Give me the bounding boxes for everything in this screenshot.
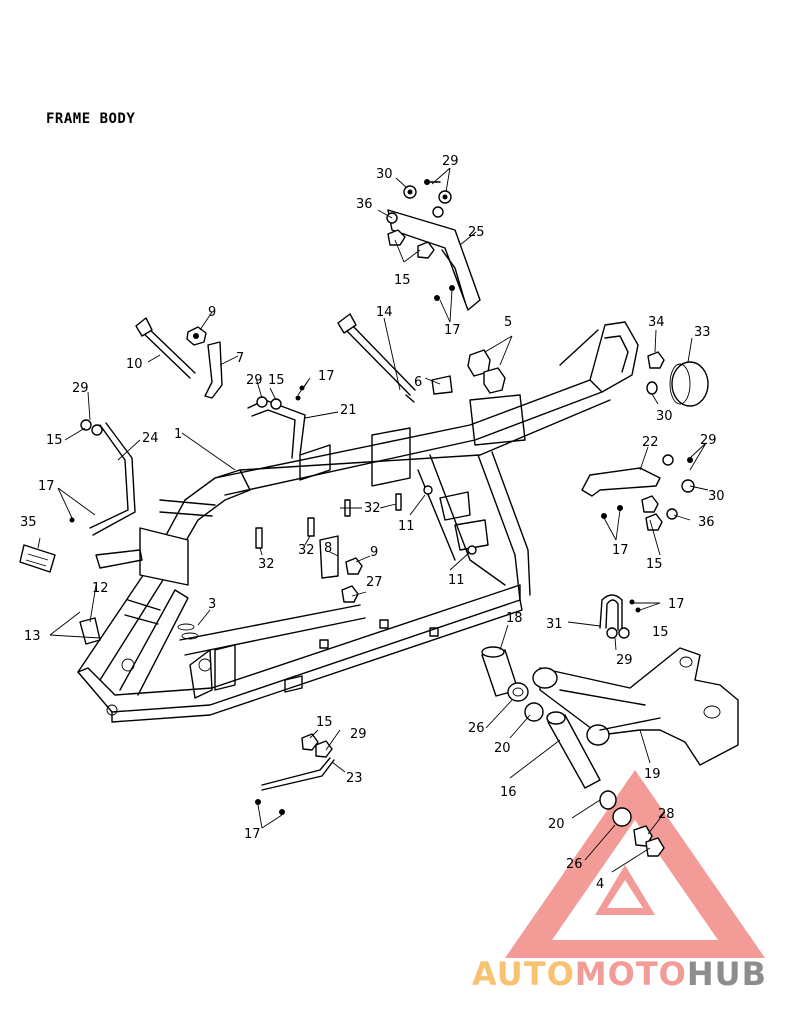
label-part-29: 29 — [350, 727, 367, 742]
label-part-24: 24 — [142, 431, 159, 446]
label-part-26: 26 — [468, 721, 485, 736]
label-part-32: 32 — [298, 543, 315, 558]
label-part-21: 21 — [340, 403, 357, 418]
label-part-32: 32 — [364, 501, 381, 516]
part-25-bracket — [387, 209, 481, 311]
label-part-25: 25 — [468, 225, 485, 240]
label-part-33: 33 — [694, 325, 711, 340]
part-8-bracket — [319, 535, 363, 603]
label-part-13: 13 — [24, 629, 41, 644]
label-part-29: 29 — [72, 381, 89, 396]
watermark-triangle-inner-icon — [595, 865, 655, 915]
part-16-shaft — [546, 711, 601, 789]
part-21-bracket — [247, 385, 306, 459]
watermark-hub: HUB — [687, 955, 767, 993]
part-6-clip — [431, 375, 453, 395]
label-part-5: 5 — [504, 315, 512, 330]
label-part-27: 27 — [366, 575, 383, 590]
part-35-plate — [19, 544, 56, 573]
label-part-20: 20 — [548, 817, 565, 832]
part-24-rod — [69, 419, 136, 536]
watermark-auto: AUTO — [472, 955, 575, 993]
label-part-15: 15 — [652, 625, 669, 640]
label-part-31: 31 — [546, 617, 563, 632]
label-part-15: 15 — [316, 715, 333, 730]
label-part-20: 20 — [494, 741, 511, 756]
label-part-15: 15 — [268, 373, 285, 388]
label-part-18: 18 — [506, 611, 523, 626]
part-32-studs — [255, 493, 402, 549]
label-part-29: 29 — [700, 433, 717, 448]
label-part-29: 29 — [616, 653, 633, 668]
main-frame — [77, 321, 639, 723]
part-7-bracket — [204, 341, 223, 399]
label-part-14: 14 — [376, 305, 393, 320]
label-part-16: 16 — [500, 785, 517, 800]
part-20-bushing — [524, 702, 544, 722]
label-part-36: 36 — [698, 515, 715, 530]
part-14-bolt — [337, 313, 416, 403]
label-part-29: 29 — [442, 154, 459, 169]
label-part-11: 11 — [398, 519, 415, 534]
label-part-3: 3 — [208, 597, 216, 612]
label-part-17: 17 — [444, 323, 461, 338]
part-10-bolt — [135, 317, 196, 379]
label-part-29: 29 — [246, 373, 263, 388]
part-3-clamp — [177, 623, 199, 640]
label-part-1: 1 — [174, 427, 182, 442]
watermark-logo: AUTOMOTOHUB — [472, 770, 767, 993]
label-part-30: 30 — [708, 489, 725, 504]
label-part-15: 15 — [646, 557, 663, 572]
leader-lines — [37, 167, 709, 873]
part-9-nut — [186, 326, 207, 346]
label-part-9: 9 — [208, 305, 216, 320]
label-part-10: 10 — [126, 357, 143, 372]
label-part-32: 32 — [258, 557, 275, 572]
label-part-26: 26 — [566, 857, 583, 872]
part-22-bracket — [581, 454, 695, 531]
part-34-nut — [646, 351, 665, 395]
diagram-title: FRAME BODY — [46, 111, 136, 127]
label-part-9: 9 — [370, 545, 378, 560]
watermark-triangle-icon — [505, 770, 765, 958]
label-part-11: 11 — [448, 573, 465, 588]
watermark-moto: MOTO — [575, 955, 687, 993]
label-part-35: 35 — [20, 515, 37, 530]
label-part-22: 22 — [642, 435, 659, 450]
label-part-17: 17 — [244, 827, 261, 842]
top-hardware — [386, 179, 455, 301]
part-23-bracket — [255, 733, 335, 815]
part-33-cap — [669, 361, 709, 407]
svg-text:AUTOMOTOHUB: AUTOMOTOHUB — [472, 955, 767, 993]
label-part-17: 17 — [38, 479, 55, 494]
label-part-34: 34 — [648, 315, 665, 330]
label-part-17: 17 — [612, 543, 629, 558]
part-31-ubolt — [599, 594, 641, 639]
part-19-swingarm — [532, 647, 739, 766]
label-part-6: 6 — [414, 375, 422, 390]
label-part-8: 8 — [324, 541, 332, 556]
label-part-36: 36 — [356, 197, 373, 212]
label-part-15: 15 — [46, 433, 63, 448]
label-part-15: 15 — [394, 273, 411, 288]
label-part-4: 4 — [596, 877, 604, 892]
label-part-28: 28 — [658, 807, 675, 822]
lower-right-hardware — [599, 790, 665, 857]
label-part-23: 23 — [346, 771, 363, 786]
part-5-bushings — [467, 349, 506, 394]
label-part-17: 17 — [668, 597, 685, 612]
label-part-17: 17 — [318, 369, 335, 384]
label-part-30: 30 — [376, 167, 393, 182]
part-numbers: 1 3 4 5 6 7 8 9 9 10 11 11 12 13 14 15 1… — [20, 154, 725, 892]
label-part-30: 30 — [656, 409, 673, 424]
label-part-12: 12 — [92, 581, 109, 596]
part-26-bushing — [507, 682, 529, 702]
label-part-7: 7 — [236, 351, 244, 366]
label-part-19: 19 — [644, 767, 661, 782]
